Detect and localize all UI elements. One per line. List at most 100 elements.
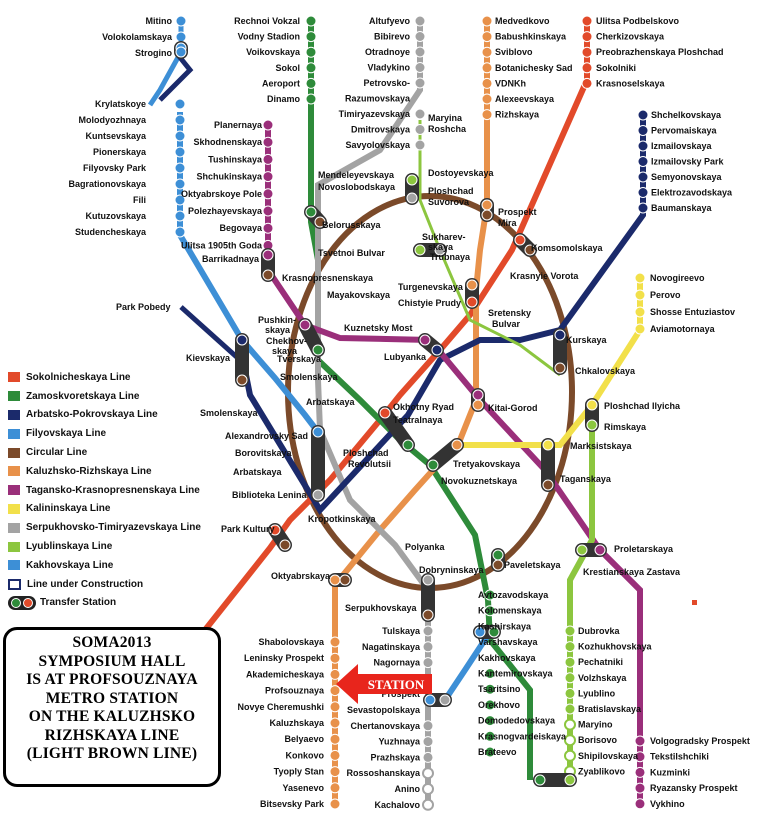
info-line: ON THE KALUZHSKO xyxy=(28,708,196,725)
station-dot xyxy=(406,174,418,186)
station-label: Otradnoye xyxy=(365,47,410,57)
station-dots xyxy=(174,15,649,811)
station-dot xyxy=(329,701,341,713)
station-label: Izmailovskaya xyxy=(651,141,713,151)
station-label: Bitsevsky Park xyxy=(260,799,325,809)
station-dot xyxy=(305,77,317,89)
station-label: Kaluzhskaya xyxy=(269,718,325,728)
station-dot xyxy=(329,798,341,810)
station-label: Chekhov- xyxy=(266,336,307,346)
station-dot xyxy=(484,589,496,601)
station-label: Preobrazhenskaya Ploshchad xyxy=(596,47,724,57)
filyovskaya-construction xyxy=(158,53,194,102)
station-label: Kuntsevskaya xyxy=(85,131,147,141)
station-dot xyxy=(262,171,274,183)
station-dot xyxy=(481,199,493,211)
station-label: Smolenskaya xyxy=(280,372,339,382)
station-label: Ulitsa Podbelskovo xyxy=(596,16,680,26)
transfer-connector xyxy=(378,406,415,452)
station-label: Begovaya xyxy=(219,223,263,233)
station-label: Alexeevskaya xyxy=(495,94,555,104)
station-label: Savyolovskaya xyxy=(345,140,411,150)
station-label: Domodedovskaya xyxy=(478,716,556,726)
station-dot xyxy=(299,319,311,331)
station-label: Pushkin- xyxy=(258,315,296,325)
info-line: RIZHSKAYA LINE xyxy=(44,726,180,744)
station-dot xyxy=(466,279,478,291)
station-dot xyxy=(422,720,434,732)
arbatsko-line xyxy=(237,112,646,515)
station-label: Serpukhovskaya xyxy=(345,603,418,613)
station-label: Timiryazevskaya xyxy=(339,109,411,119)
station-dot xyxy=(312,426,324,438)
station-label: Fili xyxy=(133,195,146,205)
station-dot xyxy=(174,178,186,190)
station-dot xyxy=(554,362,566,374)
station-dot xyxy=(637,125,649,136)
station-dot xyxy=(472,389,484,401)
station-dot xyxy=(414,124,426,135)
station-label: Kuznetsky Most xyxy=(344,323,413,333)
station-label: Yasenevo xyxy=(282,783,324,793)
legend-swatch-icon xyxy=(8,578,21,590)
station-dot xyxy=(474,626,486,638)
station-label: Suvorova xyxy=(428,197,470,207)
station-label: Sokol xyxy=(275,63,300,73)
kakhovskaya-line xyxy=(442,630,493,702)
station-dot xyxy=(329,782,341,794)
station-dot xyxy=(305,206,317,218)
station-label: Kozhukhovskaya xyxy=(578,642,653,652)
legend-item: Circular Line xyxy=(8,443,218,462)
legend-item: Kakhovskaya Line xyxy=(8,556,218,575)
station-label: Ploshchad xyxy=(343,448,389,458)
station-dot xyxy=(481,46,493,58)
station-dot xyxy=(236,374,248,386)
station-label: Tulskaya xyxy=(382,626,421,636)
station-dot xyxy=(564,687,576,699)
station-label: Vykhino xyxy=(650,799,685,809)
station-dot xyxy=(414,31,426,42)
station-dot xyxy=(422,625,434,637)
station-label: Kantemirovskaya xyxy=(478,669,554,679)
station-dot xyxy=(637,171,649,183)
station-dot xyxy=(634,323,646,335)
station-dot xyxy=(634,798,646,810)
station-label: Rossoshanskaya xyxy=(346,768,421,778)
station-dot xyxy=(305,31,317,43)
legend-item: Serpukhovsko-Timiryazevskaya Line xyxy=(8,518,218,537)
station-label: Dostoyevskaya xyxy=(428,168,495,178)
station-label: Ploshchad Ilyicha xyxy=(604,401,681,411)
station-dot xyxy=(451,439,463,451)
station-dot xyxy=(236,334,248,346)
station-label: Tekstilshchiki xyxy=(650,752,709,762)
station-dot xyxy=(594,544,606,556)
station-label: Krasnoselskaya xyxy=(596,78,666,88)
station-label: Kropotkinskaya xyxy=(308,514,377,524)
station-dot xyxy=(492,559,504,571)
station-label: Biblioteka Lenina xyxy=(232,490,308,500)
station-label: Borovitskaya xyxy=(235,448,293,458)
station-dot xyxy=(262,153,274,165)
station-label: Altufyevo xyxy=(369,16,411,26)
station-label: Krasnogvardeiskaya xyxy=(478,731,567,741)
legend-label: Line under Construction xyxy=(27,578,144,590)
station-label: Kurskaya xyxy=(566,335,608,345)
legend-item: Kalininskaya Line xyxy=(8,500,218,519)
station-dot xyxy=(422,641,434,653)
station-label: Krestianskaya Zastava xyxy=(583,567,681,577)
station-label: Kakhovskaya xyxy=(478,653,537,663)
legend-label: Serpukhovsko-Timiryazevskaya Line xyxy=(26,522,201,534)
legend-label: Transfer Station xyxy=(40,597,117,609)
station-label: Dubrovka xyxy=(578,626,621,636)
station-dot xyxy=(634,272,646,284)
station-label: Kashirskaya xyxy=(478,621,532,631)
station-callout-label: STATION xyxy=(368,677,425,692)
station-dot xyxy=(414,108,426,120)
station-dot xyxy=(262,119,274,131)
station-dot xyxy=(637,187,649,198)
station-dot xyxy=(305,93,317,105)
station-label: Studencheskaya xyxy=(75,227,147,237)
legend-item: Sokolnicheskaya Line xyxy=(8,368,218,387)
legend-item: Arbatsko-Pokrovskaya Line xyxy=(8,406,218,425)
station-label: Volokolamskaya xyxy=(102,32,173,42)
